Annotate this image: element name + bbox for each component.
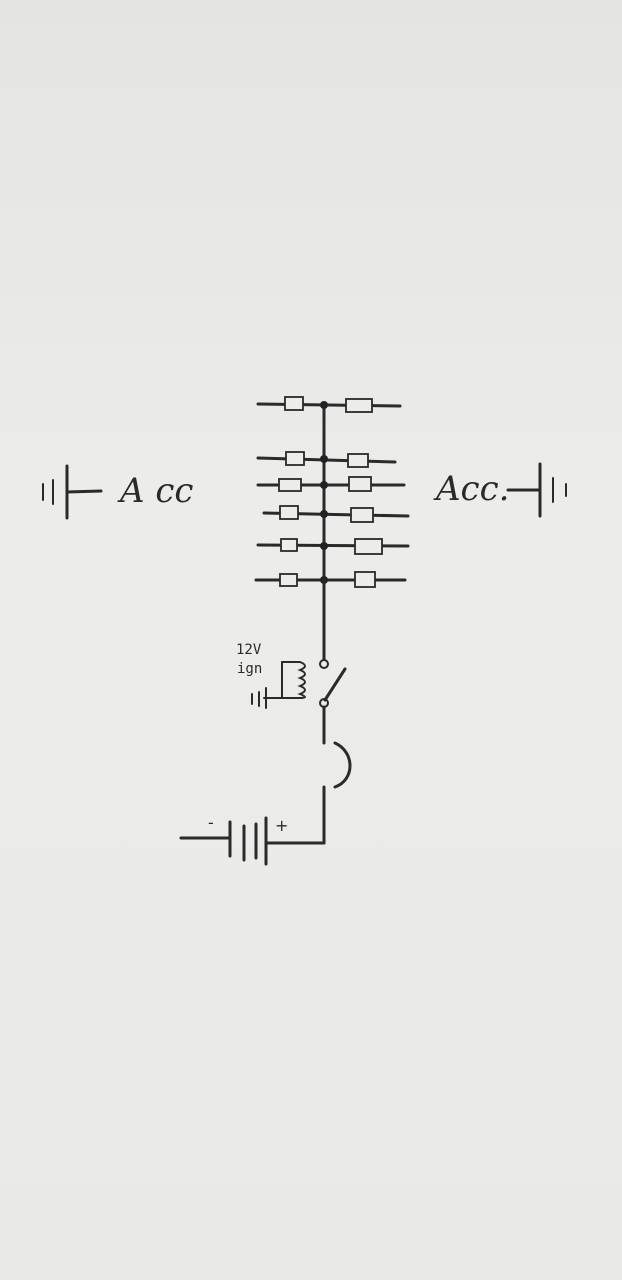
fuse-icon — [278, 478, 302, 492]
fuse-icon — [354, 538, 383, 555]
fuse-icon — [284, 396, 304, 411]
fuse-row — [256, 476, 406, 492]
junction-dot — [320, 542, 328, 550]
fuse-row — [262, 505, 410, 523]
connector-jumper — [333, 741, 352, 789]
fuse-icon — [347, 453, 369, 468]
fuse-icon — [345, 398, 373, 413]
fuse-icon — [350, 507, 374, 523]
acc-left-label: A cc — [117, 471, 193, 511]
fuse-icon — [279, 573, 298, 587]
fuse-row — [256, 538, 410, 555]
junction-dot — [320, 401, 328, 409]
junction-dot — [320, 481, 328, 489]
ignition-label: ign — [237, 661, 262, 677]
junction-dot — [320, 455, 328, 463]
voltage-label: 12V — [236, 642, 262, 658]
fuse-icon — [348, 476, 372, 492]
acc-right-label: Acc. — [433, 469, 509, 509]
fuse-row — [254, 571, 407, 588]
battery-minus-label: - — [208, 813, 214, 832]
battery-icon — [179, 816, 274, 866]
relay-coil-icon — [251, 661, 306, 709]
junction-dot — [320, 510, 328, 518]
fuse-icon — [285, 451, 305, 466]
fuse-icon — [280, 538, 298, 552]
switch-arm — [323, 667, 347, 702]
switch-contact-top — [319, 659, 329, 669]
left-ground-symbol — [42, 464, 103, 520]
fuse-icon — [354, 571, 376, 588]
right-ground-symbol — [506, 462, 567, 518]
battery-plus-label: + — [275, 816, 288, 835]
fuse-row — [256, 396, 402, 413]
fuse-icon — [279, 505, 299, 520]
fuse-row — [256, 451, 397, 468]
